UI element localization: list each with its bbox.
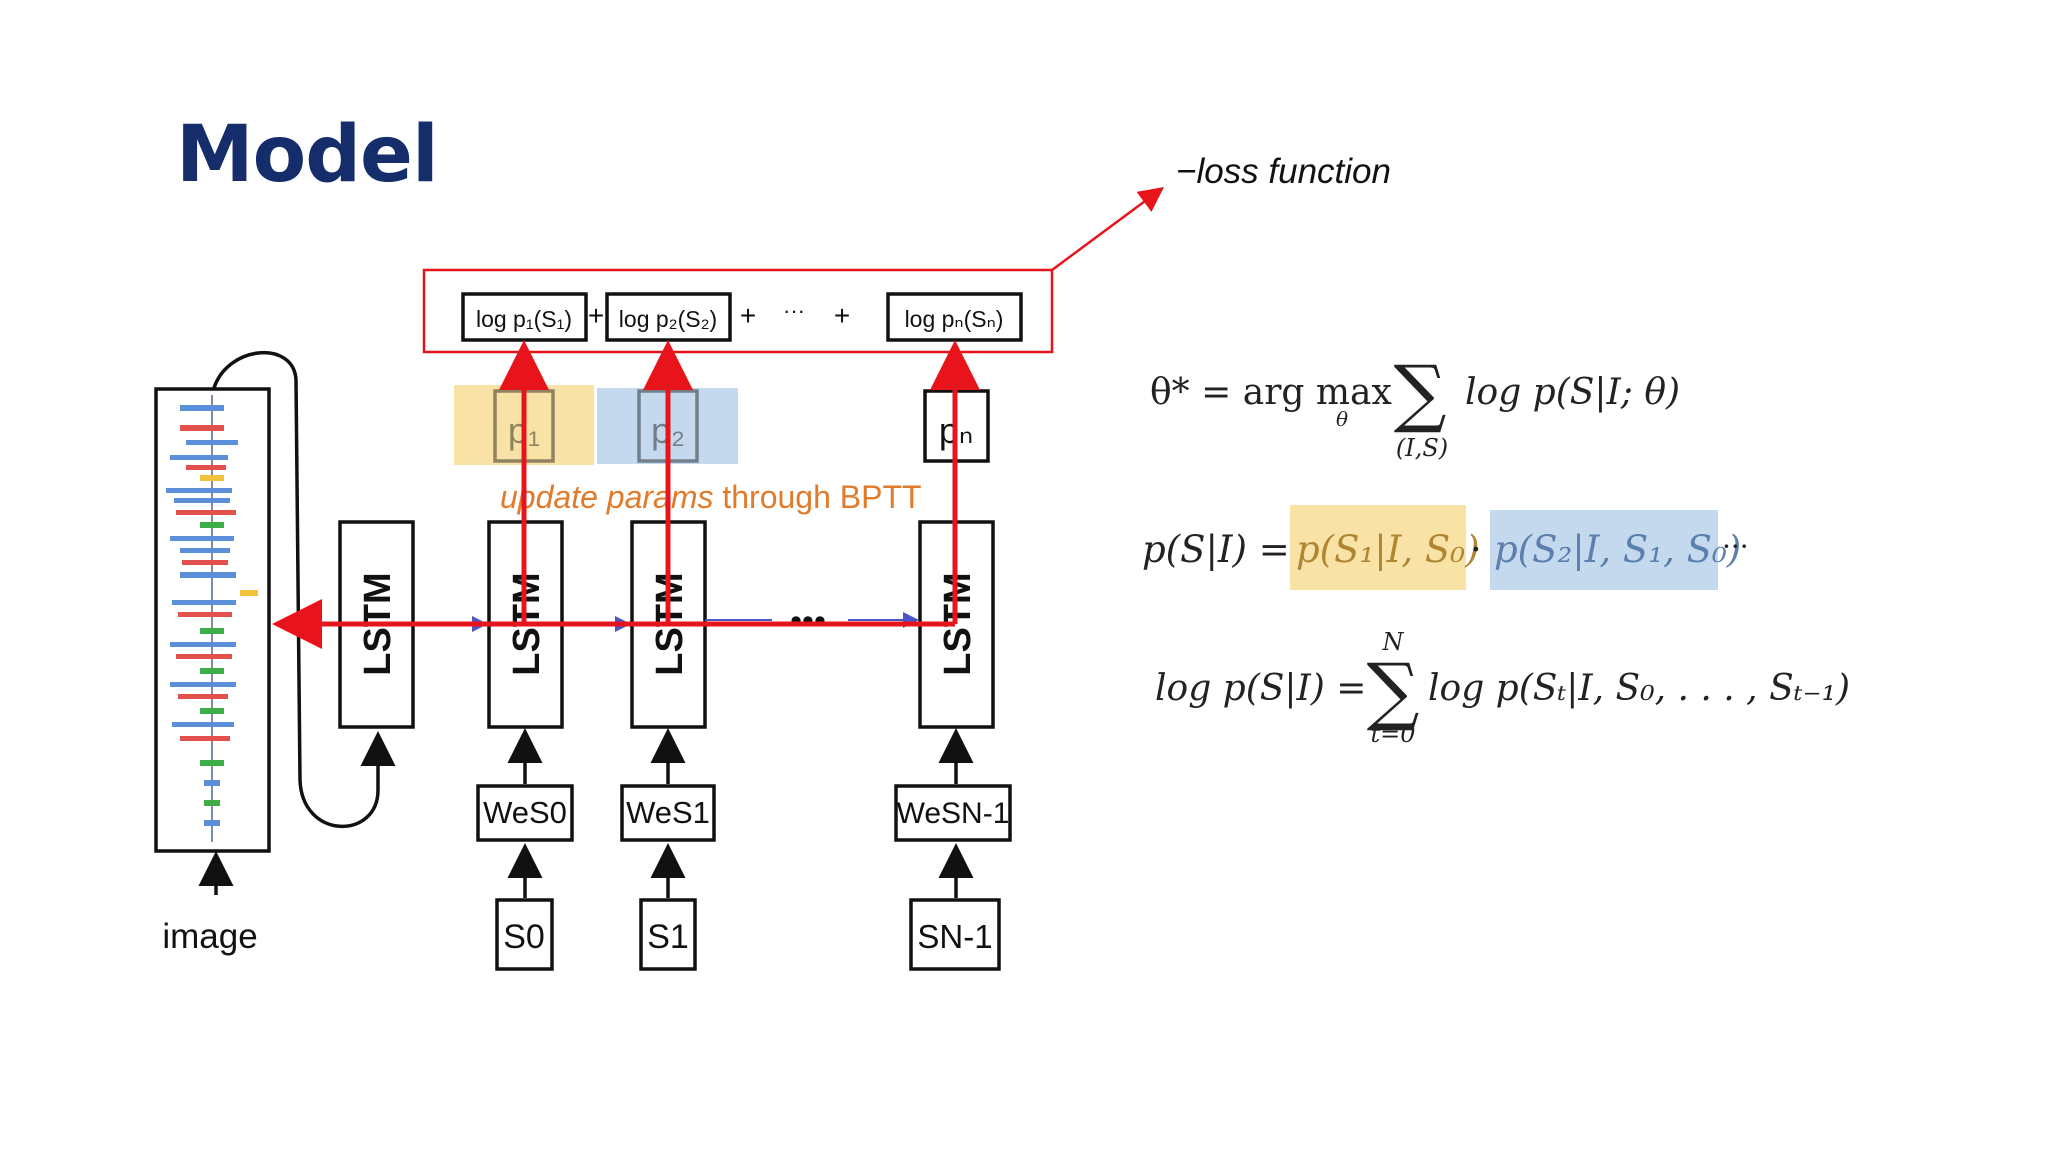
word-node-n-label: SN-1 <box>917 918 992 955</box>
word-node-n: SN-1 <box>909 843 1001 971</box>
lstm-ellipsis: ••• <box>790 602 826 640</box>
equation-objective: θ* = arg max θ ∑ (I,S) log p(S|I; θ) <box>1150 350 1680 462</box>
word-node-0: S0 <box>495 843 554 971</box>
eq2-dot: · <box>1470 528 1482 571</box>
slide-title: Model <box>176 110 439 200</box>
eq2-term1: p(S₁|I, S₀) <box>1296 528 1480 571</box>
eq2-tail: ··· <box>1722 530 1749 563</box>
eq3-sum-bottom: t=0 <box>1370 720 1415 748</box>
sum-term-1: log p₁(S₁) <box>476 306 572 332</box>
eq1-sum-sub: (I,S) <box>1396 434 1448 462</box>
eq2-term1-highlight <box>1290 505 1466 590</box>
loss-pointer-arrow <box>1051 187 1165 272</box>
eq1-rhs: log p(S|I; θ) <box>1465 372 1680 413</box>
cnn-to-lstm-connector <box>212 350 396 828</box>
cnn-caption: image <box>162 917 257 956</box>
sum-op-2: + <box>740 300 756 331</box>
cnn-layers-visual <box>166 395 258 842</box>
eq2-term2-highlight <box>1490 510 1718 590</box>
embed-node-1: WeS1 <box>620 728 716 842</box>
embed-node-n: WeSN-1 <box>894 728 1012 842</box>
sum-op-3: + <box>834 300 850 331</box>
word-node-0-label: S0 <box>503 918 545 956</box>
cnn-block: image <box>154 387 271 956</box>
eq3-lhs: log p(S|I) = <box>1155 668 1366 709</box>
eq1-sum-sign: ∑ <box>1394 350 1447 436</box>
eq3-rhs: log p(Sₜ|I, S₀, . . . , Sₜ₋₁) <box>1428 668 1850 709</box>
update-params-note: update params through BPTT <box>500 479 922 515</box>
embed-node-1-label: WeS1 <box>626 795 710 830</box>
eq2-lhs: p(S|I) = <box>1142 528 1290 571</box>
embed-node-n-label: WeSN-1 <box>897 797 1010 830</box>
loss-function-label: −loss function <box>1176 152 1391 191</box>
sum-ellipsis: ··· <box>783 298 805 323</box>
embed-node-0-label: WeS0 <box>483 795 567 830</box>
sum-op-1: + <box>588 300 604 331</box>
eq2-term2: p(S₂|I, S₁, S₀) <box>1494 528 1741 571</box>
eq1-lhs: θ* = arg max <box>1150 372 1392 413</box>
equation-log-likelihood: log p(S|I) = N ∑ t=0 log p(Sₜ|I, S₀, . .… <box>1155 628 1850 748</box>
loss-sum-frame <box>422 268 1054 354</box>
embed-node-0: WeS0 <box>476 728 574 842</box>
equation-chain-rule: p(S|I) = p(S₁|I, S₀) · p(S₂|I, S₁, S₀) ·… <box>1142 528 1749 571</box>
sum-term-2: log p₂(S₂) <box>619 306 717 332</box>
eq1-under-max: θ <box>1336 407 1348 431</box>
sum-term-n: log pₙ(Sₙ) <box>905 306 1004 332</box>
sum-terms-row: log p₁(S₁) + log p₂(S₂) + ··· + log pₙ(S… <box>461 292 1023 342</box>
word-node-1-label: S1 <box>647 918 689 956</box>
word-node-1: S1 <box>639 843 697 971</box>
eq3-sum-top: N <box>1382 628 1405 656</box>
eq3-sum-sign: ∑ <box>1367 648 1420 734</box>
